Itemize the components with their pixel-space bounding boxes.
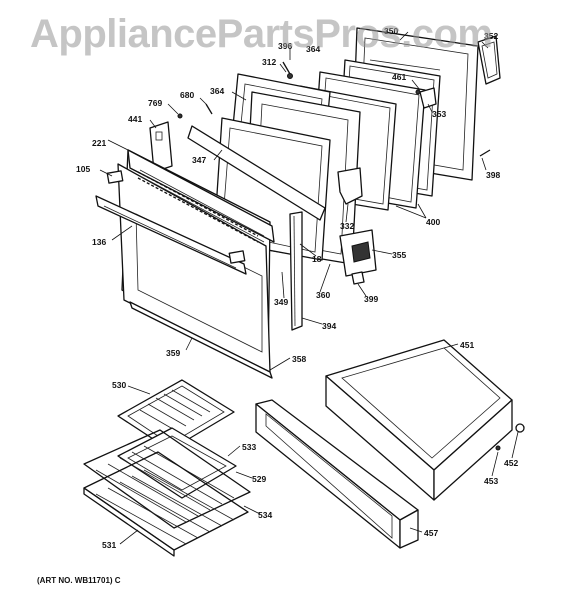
leader-lines [99, 31, 519, 545]
callout-105: 105 [76, 164, 90, 174]
callout-136: 136 [92, 237, 106, 247]
callout-350: 350 [384, 26, 398, 36]
callout-441: 441 [128, 114, 142, 124]
callout-221: 221 [92, 138, 106, 148]
callout-332: 332 [340, 221, 354, 231]
art-number: (ART NO. WB11701) C [37, 576, 121, 585]
callout-452: 452 [504, 458, 518, 468]
callout-533: 533 [242, 442, 256, 452]
door-clip [419, 87, 437, 109]
callout-364-upper: 364 [306, 44, 320, 54]
callout-353: 353 [432, 109, 446, 119]
door-hinge-bracket [337, 167, 363, 205]
door-handle [95, 195, 247, 275]
callout-360: 360 [316, 290, 330, 300]
callout-534: 534 [258, 510, 272, 520]
callout-457: 457 [424, 528, 438, 538]
callout-451: 451 [460, 340, 474, 350]
oven-rack-upper [83, 429, 251, 529]
callout-530: 530 [112, 380, 126, 390]
callout-400: 400 [426, 217, 440, 227]
door-screws [177, 61, 491, 157]
callout-355: 355 [392, 250, 406, 260]
door-vent-slots [137, 171, 259, 243]
drawer-front-panel [255, 399, 419, 549]
callout-364-lower: 364 [210, 86, 224, 96]
door-outer-panel [117, 149, 275, 373]
handle-end-cap [106, 170, 246, 264]
callout-680: 680 [180, 90, 194, 100]
door-gasket [477, 35, 501, 85]
callout-396: 396 [278, 41, 292, 51]
callout-18: 18 [312, 254, 322, 264]
broiler-pan [117, 427, 237, 499]
callout-461: 461 [392, 72, 406, 82]
oven-rack-lower [83, 451, 249, 557]
callout-529: 529 [252, 474, 266, 484]
callout-394: 394 [322, 321, 336, 331]
drawer-glide-screw [495, 423, 525, 451]
watermark: AppliancePartsPros.com [30, 12, 493, 56]
callout-349: 349 [274, 297, 288, 307]
callout-399: 399 [364, 294, 378, 304]
door-bracket [149, 121, 173, 173]
callout-531: 531 [102, 540, 116, 550]
callout-352: 352 [484, 31, 498, 41]
callout-312: 312 [262, 57, 276, 67]
callout-453: 453 [484, 476, 498, 486]
callout-359: 359 [166, 348, 180, 358]
door-bottom-trim [129, 301, 273, 379]
callout-358: 358 [292, 354, 306, 364]
door-hinge [339, 229, 377, 277]
callout-769: 769 [148, 98, 162, 108]
hinge-cap [351, 271, 365, 285]
callout-347: 347 [192, 155, 206, 165]
door-side-trim [289, 211, 303, 331]
storage-drawer [325, 339, 513, 501]
callout-398: 398 [486, 170, 500, 180]
